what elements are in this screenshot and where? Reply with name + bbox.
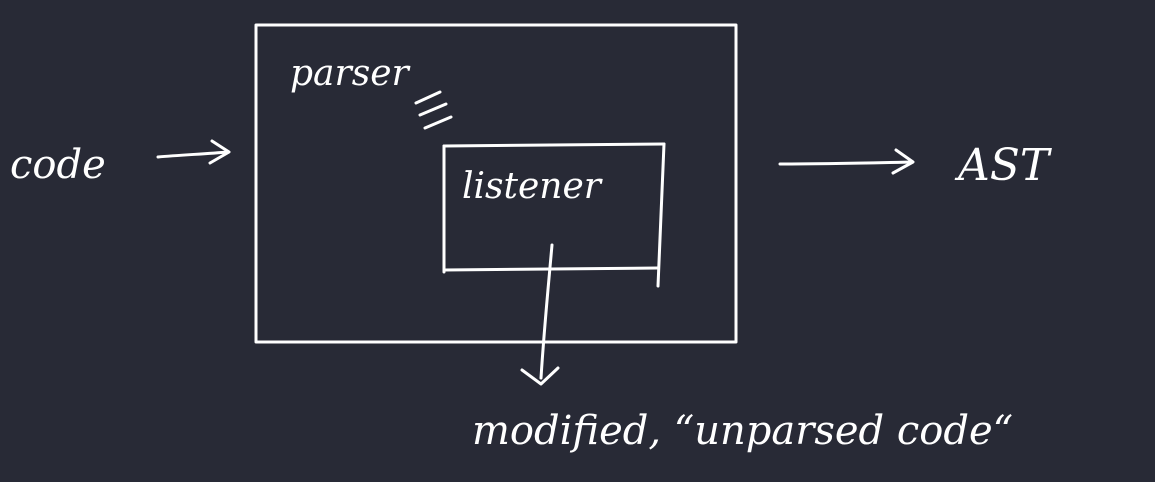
input-label: code (10, 142, 106, 188)
output-arrow (778, 148, 915, 175)
input-arrow (156, 139, 231, 165)
listener-label: listener (462, 166, 603, 207)
side-output-label: modified, “unparsed code“ (472, 408, 1013, 454)
emphasis-ticks (414, 90, 453, 130)
output-label: AST (954, 140, 1053, 191)
parser-label: parser (290, 53, 410, 94)
side-output-arrow (520, 243, 560, 386)
parser-box (254, 23, 738, 344)
